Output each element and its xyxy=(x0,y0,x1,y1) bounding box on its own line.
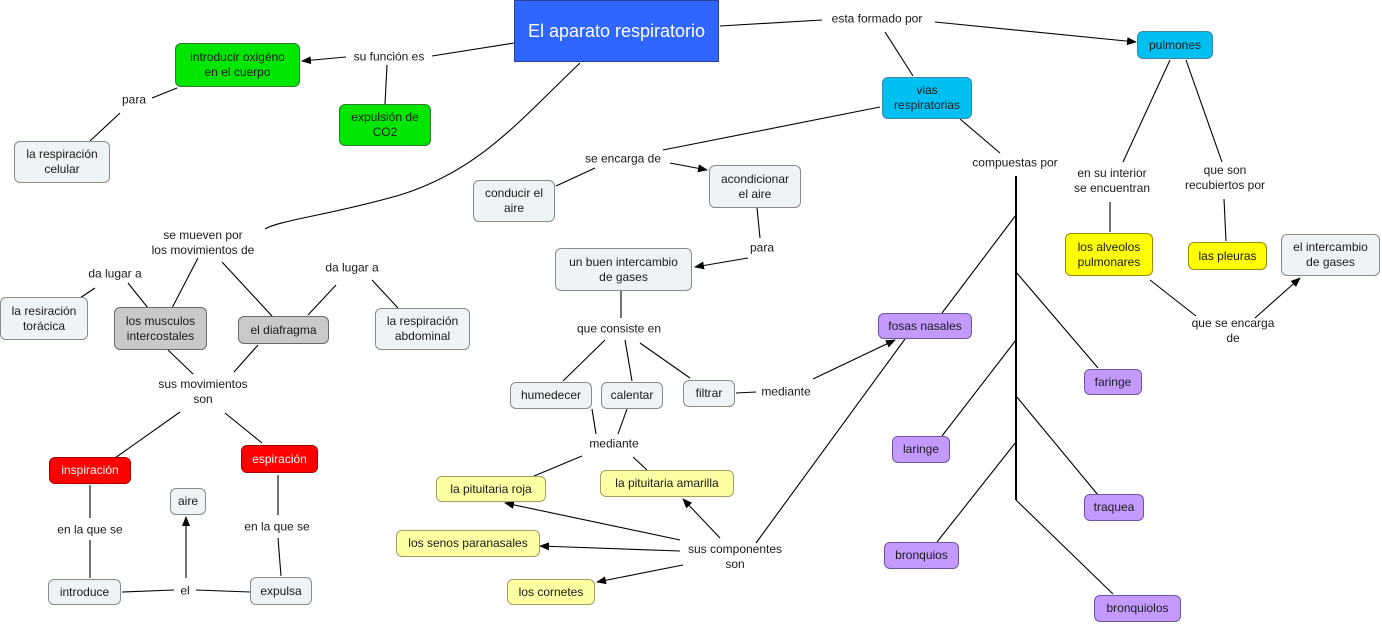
node-humedecer[interactable]: humedecer xyxy=(510,382,592,409)
node-laringe[interactable]: laringe xyxy=(892,436,950,463)
link-mediante-1: mediante xyxy=(761,384,811,399)
node-fosas-nasales[interactable]: fosas nasales xyxy=(878,313,972,339)
link-para-1: para xyxy=(121,92,147,107)
node-respiracion-abdominal[interactable]: la respiración abdominal xyxy=(375,308,470,350)
link-sus-componentes: sus componentes son xyxy=(687,542,783,571)
node-calentar[interactable]: calentar xyxy=(601,382,663,409)
link-sus-movimientos: sus movimientos son xyxy=(158,377,248,406)
link-el: el xyxy=(180,583,190,598)
node-pituitaria-amarilla[interactable]: la pituitaria amarilla xyxy=(600,470,734,497)
main-concept-node[interactable]: El aparato respiratorio xyxy=(514,0,719,62)
link-compuestas: compuestas por xyxy=(972,155,1058,170)
node-expulsa[interactable]: expulsa xyxy=(250,577,312,605)
node-introduce[interactable]: introduce xyxy=(48,579,121,605)
link-recubiertos: que son recubiertos por xyxy=(1184,163,1266,192)
node-filtrar[interactable]: filtrar xyxy=(683,380,735,407)
node-diafragma[interactable]: el diafragma xyxy=(238,316,329,344)
node-inspiracion[interactable]: inspiración xyxy=(49,457,131,484)
link-esta-formado: esta formado por xyxy=(831,11,923,26)
node-acondicionar[interactable]: acondicionar el aire xyxy=(709,165,801,208)
node-traquea[interactable]: traquea xyxy=(1084,494,1144,521)
node-cornetes[interactable]: los cornetes xyxy=(507,579,595,605)
node-musculos[interactable]: los musculos intercostales xyxy=(114,307,207,350)
node-pituitaria-roja[interactable]: la pituitaria roja xyxy=(436,476,546,502)
link-en-la-que-1: en la que se xyxy=(57,522,123,537)
link-su-funcion: su función es xyxy=(353,49,425,64)
link-se-encarga-2: que se encarga de xyxy=(1191,316,1275,345)
node-aire[interactable]: aire xyxy=(170,488,206,515)
link-se-mueven: se mueven por los movimientos de xyxy=(151,228,255,257)
node-intercambio[interactable]: el intercambio de gases xyxy=(1281,234,1380,276)
node-alveolos[interactable]: los alveolos pulmonares xyxy=(1065,233,1153,276)
link-consiste: que consiste en xyxy=(576,321,662,336)
link-se-encarga: se encarga de xyxy=(584,151,662,166)
node-resiracion-toracica[interactable]: la resiración torácica xyxy=(0,297,88,340)
node-senos[interactable]: los senos paranasales xyxy=(396,530,540,557)
link-para-2: para xyxy=(749,240,775,255)
link-da-lugar-1: da lugar a xyxy=(88,266,142,281)
node-faringe[interactable]: faringe xyxy=(1084,369,1142,395)
link-en-la-que-2: en la que se xyxy=(244,519,310,534)
node-pleuras[interactable]: las pleuras xyxy=(1188,242,1267,270)
link-da-lugar-2: da lugar a xyxy=(325,260,379,275)
link-mediante-2: mediante xyxy=(589,436,639,451)
node-introducir[interactable]: introducir oxigéno en el cuerpo xyxy=(175,43,300,87)
node-intercambio-gases[interactable]: un buen intercambio de gases xyxy=(555,248,692,291)
node-expulsion[interactable]: expulsión de CO2 xyxy=(339,104,431,146)
link-en-su-interior: en su interior se encuentran xyxy=(1073,166,1151,195)
node-conducir[interactable]: conducir el aire xyxy=(473,180,555,222)
node-espiracion[interactable]: espiración xyxy=(241,445,318,473)
node-bronquiolos[interactable]: bronquiolos xyxy=(1094,595,1181,622)
node-respiracion-celular[interactable]: la respiración celular xyxy=(14,141,110,183)
node-pulmones[interactable]: pulmones xyxy=(1137,31,1213,59)
node-vias-respiratorias[interactable]: vias respiratorias xyxy=(882,77,972,119)
node-bronquios[interactable]: bronquios xyxy=(884,542,959,569)
